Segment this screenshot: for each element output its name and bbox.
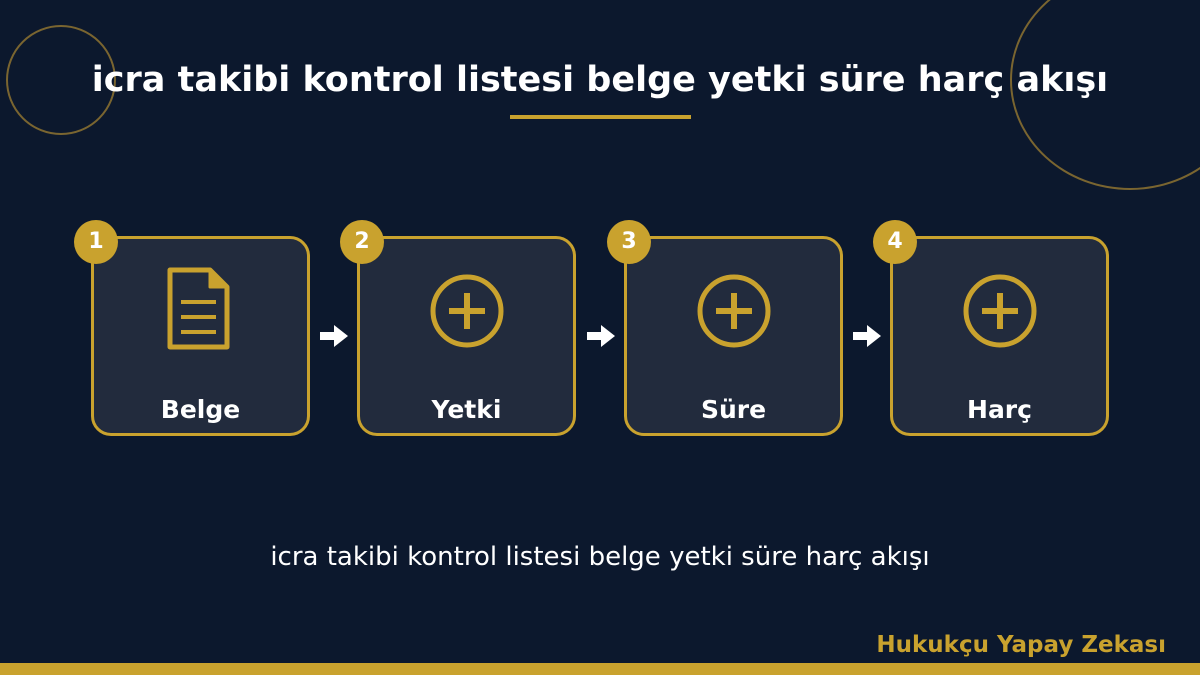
arrow-right-icon — [853, 325, 881, 347]
arrow-right-icon — [587, 325, 615, 347]
step-number-badge: 2 — [340, 220, 384, 264]
plus-circle-icon — [697, 274, 770, 348]
step-label: Belge — [160, 395, 241, 424]
step-card-belge: Belge — [91, 236, 310, 436]
decorative-circle-left — [6, 25, 116, 135]
step-label: Yetki — [431, 395, 502, 424]
plus-circle-icon — [430, 274, 503, 348]
step-card-harc: Harç — [890, 236, 1109, 436]
step-card-yetki: Yetki — [357, 236, 576, 436]
bottom-accent-bar — [0, 663, 1200, 675]
step-number-badge: 1 — [74, 220, 118, 264]
title-underline — [510, 115, 691, 119]
brand-logo-text: Hukukçu Yapay Zekası — [876, 632, 1166, 658]
arrow-right-icon — [320, 325, 348, 347]
plus-circle-icon — [963, 274, 1036, 348]
caption-text: icra takibi kontrol listesi belge yetki … — [270, 542, 930, 572]
step-card-sure: Süre — [624, 236, 843, 436]
page-title: icra takibi kontrol listesi belge yetki … — [91, 60, 1109, 100]
document-icon — [167, 267, 229, 350]
step-number-badge: 3 — [607, 220, 651, 264]
step-label: Harç — [967, 395, 1032, 424]
step-number-badge: 4 — [873, 220, 917, 264]
step-label: Süre — [700, 395, 767, 424]
